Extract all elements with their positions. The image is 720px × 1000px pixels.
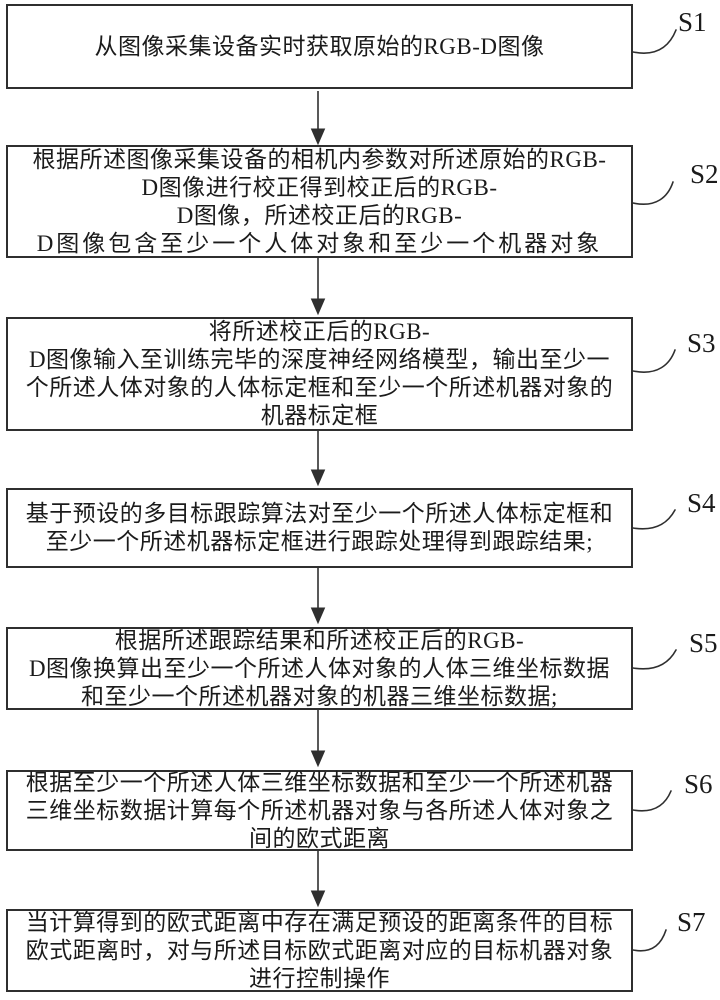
step-text-line: D图像，所述校正后的RGB- — [176, 202, 463, 228]
step-text-line: D图像换算出至少一个所述人体对象的人体三维坐标数据 — [28, 655, 611, 681]
step-box-s7: 当计算得到的欧式距离中存在满足预设的距离条件的目标 欧式距离时，对与所述目标欧式… — [6, 909, 633, 992]
flow-arrow-1 — [310, 91, 326, 146]
step-box-s2: 根据所述图像采集设备的相机内参数对所述原始的RGB- D图像进行校正得到校正后的… — [6, 145, 633, 258]
step-label-s4: S4 — [687, 488, 716, 518]
leader-line-s4 — [632, 509, 676, 530]
flow-arrow-6 — [310, 851, 326, 908]
arrowhead-icon — [310, 750, 326, 768]
step-label-s6: S6 — [684, 769, 713, 799]
step-text-line: 将所述校正后的RGB- — [208, 319, 431, 344]
step-text-line: D图像进行校正得到校正后的RGB- — [141, 174, 498, 200]
step-label-s5: S5 — [689, 628, 718, 658]
step-text-line: 个所述人体对象的人体标定框和至少一个所述机器对象的 — [25, 375, 614, 400]
leader-line-s5 — [632, 649, 677, 670]
step-label-s3: S3 — [687, 328, 716, 358]
flow-arrow-4 — [310, 568, 326, 625]
leader-line-s2 — [632, 181, 674, 205]
step-text-line: 根据至少一个所述人体三维坐标数据和至少一个所述机器 — [25, 769, 614, 795]
step-text-line: 至少一个所述机器标定框进行跟踪处理得到跟踪结果; — [45, 529, 594, 554]
step-text-line: 间的欧式距离 — [249, 825, 390, 851]
step-text-line: D图像输入至训练完毕的深度神经网络模型，输出至少一 — [28, 347, 611, 372]
step-text-line: D图像包含至少一个人体对象和至少一个机器对象 — [36, 230, 603, 256]
step-text-line: 从图像采集设备实时获取原始的RGB-D图像 — [94, 33, 545, 59]
step-box-s6: 根据至少一个所述人体三维坐标数据和至少一个所述机器 三维坐标数据计算每个所述机器… — [6, 770, 633, 851]
step-box-s5: 根据所述跟踪结果和所述校正后的RGB- D图像换算出至少一个所述人体对象的人体三… — [6, 627, 633, 710]
flow-arrow-5 — [310, 710, 326, 768]
step-box-s4: 基于预设的多目标跟踪算法对至少一个所述人体标定框和 至少一个所述机器标定框进行跟… — [6, 488, 633, 568]
flow-arrow-3 — [310, 431, 326, 487]
arrowhead-icon — [310, 607, 326, 625]
arrowhead-icon — [310, 128, 326, 146]
step-text-line: 欧式距离时，对与所述目标欧式距离对应的目标机器对象 — [25, 937, 614, 963]
leader-line-s1 — [632, 29, 677, 54]
arrowhead-icon — [310, 298, 326, 316]
step-label-s2: S2 — [690, 159, 719, 189]
step-text-line: 进行控制操作 — [249, 965, 390, 991]
step-label-s7: S7 — [677, 907, 706, 937]
step-label-s1: S1 — [678, 7, 707, 37]
step-text-line: 根据所述图像采集设备的相机内参数对所述原始的RGB- — [32, 146, 607, 172]
leader-line-s6 — [632, 790, 672, 812]
step-box-s3: 将所述校正后的RGB- D图像输入至训练完毕的深度神经网络模型，输出至少一 个所… — [6, 317, 633, 431]
step-box-s1: 从图像采集设备实时获取原始的RGB-D图像 — [6, 4, 633, 89]
arrowhead-icon — [310, 890, 326, 908]
step-text-line: 根据所述跟踪结果和所述校正后的RGB- — [114, 627, 525, 653]
step-text-line: 当计算得到的欧式距离中存在满足预设的距离条件的目标 — [25, 909, 614, 935]
leader-line-s3 — [632, 349, 676, 373]
flow-arrow-2 — [310, 258, 326, 316]
step-text-line: 机器标定框 — [260, 403, 379, 428]
step-text-line: 基于预设的多目标跟踪算法对至少一个所述人体标定框和 — [25, 501, 614, 526]
leader-line-s7 — [632, 929, 667, 952]
step-text-line: 三维坐标数据计算每个所述机器对象与各所述人体对象之 — [25, 797, 614, 823]
arrowhead-icon — [310, 469, 326, 487]
step-text-line: 和至少一个所述机器对象的机器三维坐标数据; — [81, 683, 558, 709]
